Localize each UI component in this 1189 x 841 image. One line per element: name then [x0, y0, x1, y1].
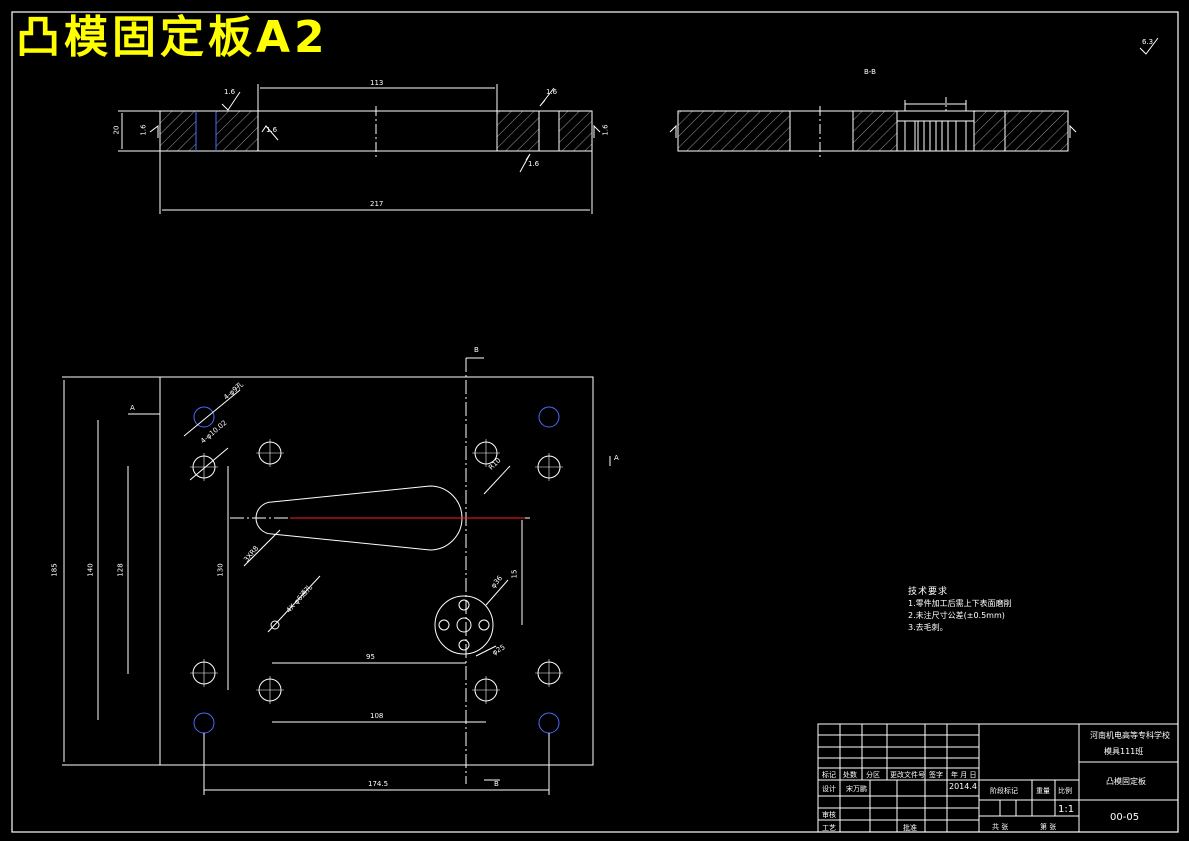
section-marker-a-left: A [130, 404, 135, 412]
dim-span-108: 108 [370, 712, 384, 720]
dim-inner-span: 113 [370, 79, 384, 87]
dim-h-140: 140 [86, 563, 95, 577]
tb-row-design: 设计 [822, 785, 836, 793]
roughness-mark-4: 1.6 [601, 124, 610, 136]
tb-sheet-no: 第 张 [1040, 823, 1057, 831]
dim-span-95: 95 [366, 653, 375, 661]
section-marker-a-right: A [614, 454, 619, 462]
tb-sheet-total: 共 张 [992, 823, 1009, 831]
roughness-mark-3: 1.6 [139, 124, 148, 136]
section-view-bb [669, 37, 1159, 158]
roughness-mark-6: 1.6 [266, 126, 278, 134]
plan-view [62, 357, 611, 795]
tb-school: 河南机电高等专科学校 [1090, 731, 1170, 740]
tb-drawing-no: 00-05 [1110, 812, 1140, 823]
tb-designer: 宋万鹏 [846, 785, 867, 793]
section-marker-b-bottom: B [494, 780, 499, 788]
tech-requirements: 技术要求 1.零件加工后需上下表面磨削 2.未注尺寸公差(±0.5mm) 3.去… [908, 586, 1012, 634]
tb-header-sign: 签字 [929, 771, 943, 779]
tb-header-mark: 标记 [822, 771, 836, 779]
tb-approve: 批准 [903, 824, 917, 832]
tb-row-process: 工艺 [822, 824, 836, 832]
roughness-mark-1: 1.6 [224, 88, 236, 96]
tb-row-review: 审核 [822, 811, 836, 819]
dim-bottom-width: 174.5 [368, 780, 389, 788]
drawing-frame [11, 11, 1179, 833]
tech-requirement-item: 2.未注尺寸公差(±0.5mm) [908, 611, 1005, 620]
dim-thickness: 20 [112, 125, 121, 135]
tb-header-change-doc: 更改文件号 [890, 771, 925, 779]
dim-h-128: 128 [116, 563, 125, 577]
tb-scale: 1:1 [1058, 804, 1075, 815]
title-block-frame [817, 723, 1179, 833]
roughness-mark-5: 1.6 [528, 160, 540, 168]
dim-h-130: 130 [216, 563, 225, 577]
dim-width-total: 217 [370, 200, 384, 208]
tb-stage-mark: 阶段标记 [990, 787, 1018, 795]
tb-header-zone: 分区 [866, 771, 880, 779]
tech-requirement-item: 3.去毛刺。 [908, 623, 948, 632]
dim-v-15: 15 [510, 569, 519, 579]
tb-header-count: 处数 [843, 771, 857, 779]
tech-requirements-heading: 技术要求 [908, 587, 949, 597]
tb-part-name: 凸模固定板 [1106, 777, 1146, 786]
tb-class: 模具111班 [1104, 747, 1144, 756]
section-bb-label: B-B [864, 68, 876, 76]
tb-scale-label: 比例 [1058, 787, 1072, 795]
tb-date: 2014.4 [949, 782, 977, 791]
tech-requirement-item: 1.零件加工后需上下表面磨削 [908, 599, 1012, 608]
roughness-mark-2: 1.6 [546, 88, 558, 96]
tb-header-date: 年 月 日 [951, 771, 977, 779]
dim-height-total: 185 [50, 563, 59, 577]
tb-weight: 重量 [1036, 787, 1050, 795]
roughness-corner-label: 6.3 [1142, 38, 1154, 46]
front-section-view [118, 84, 601, 214]
section-marker-b-top: B [474, 346, 479, 354]
drawing-title: 凸模固定板A2 [16, 12, 329, 63]
